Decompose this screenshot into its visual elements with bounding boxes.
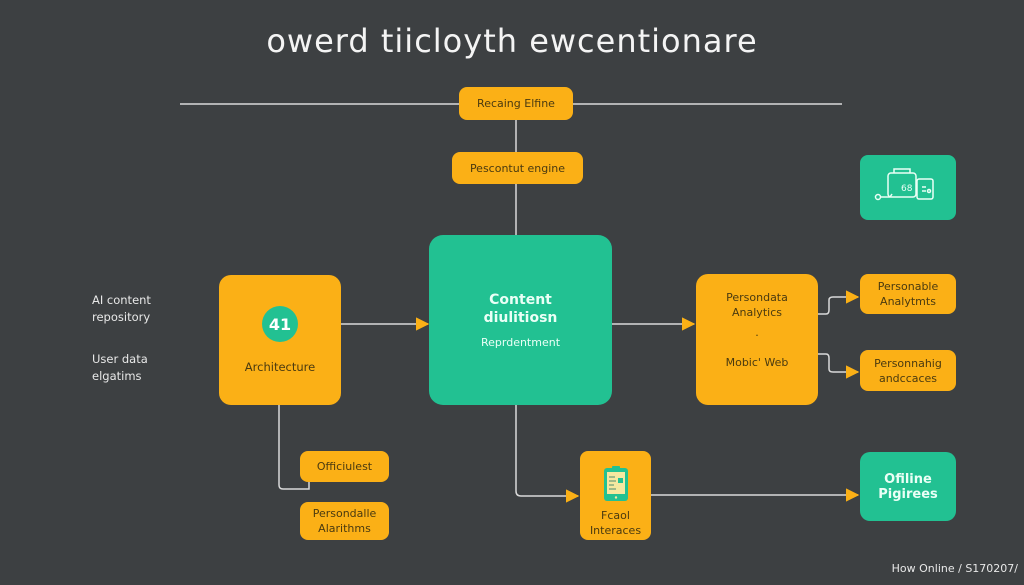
node-label: andccaces xyxy=(878,371,938,385)
side-label-line: repository xyxy=(92,310,151,324)
node-icon-box[interactable]: 68 xyxy=(860,155,956,220)
node-label: Interaces xyxy=(589,524,642,537)
node-label: Analytics xyxy=(732,306,782,319)
node-recaing-elfine[interactable]: Recaing Elfine xyxy=(459,87,573,120)
node-dot: · xyxy=(755,329,759,342)
node-label: Mobic' Web xyxy=(725,356,789,369)
node-label: Personable xyxy=(877,280,939,293)
node-label: Content xyxy=(489,291,552,308)
node-label: Alarithms xyxy=(318,522,371,535)
number-badge: 41 xyxy=(262,306,298,342)
node-label: Ofiline xyxy=(884,471,932,487)
node-label: diulitiosn xyxy=(483,309,558,326)
node-label: Persondata xyxy=(726,291,788,304)
side-label-line: elgatims xyxy=(92,369,142,383)
svg-text:68: 68 xyxy=(901,184,913,194)
node-persondalle-alarithms[interactable]: Persondalle Alarithms xyxy=(300,502,389,540)
node-officiulest[interactable]: Officiulest xyxy=(300,451,389,482)
node-persondata-analytics[interactable]: Persondata Analytics · Mobic' Web xyxy=(696,274,818,405)
node-offline-pigirees[interactable]: Ofiline Pigirees xyxy=(860,452,956,521)
node-fcaol-interaces[interactable]: Fcaol Interaces xyxy=(580,451,651,540)
node-architecture[interactable]: 41 Architecture xyxy=(219,275,341,405)
node-content-center[interactable]: Content diulitiosn Reprdentment xyxy=(429,235,612,405)
side-label-ai-repo: AI content repository xyxy=(92,292,151,326)
side-label-line: AI content xyxy=(92,293,151,307)
node-label: Pigirees xyxy=(878,486,938,502)
node-label: Officiulest xyxy=(316,460,373,473)
clipboard-tablet-icon xyxy=(603,466,628,501)
briefcase-device-icon: 68 xyxy=(874,167,934,200)
node-pescontut-engine[interactable]: Pescontut engine xyxy=(452,152,583,184)
side-label-user-data: User data elgatims xyxy=(92,351,148,385)
node-personable-analytmts[interactable]: Personable Analytmts xyxy=(860,274,956,314)
node-sublabel: Reprdentment xyxy=(480,335,561,349)
side-label-line: User data xyxy=(92,352,148,366)
node-label: Persondalle xyxy=(312,507,377,520)
node-label: Recaing Elfine xyxy=(477,97,555,110)
node-label: Analytmts xyxy=(880,295,936,308)
node-label: Personnahig xyxy=(874,356,942,370)
node-label: Architecture xyxy=(244,360,316,374)
diagram-title: owerd tiicloyth ewcentionare xyxy=(266,22,758,60)
node-label: Pescontut engine xyxy=(469,161,566,175)
node-personnahig-andccaces[interactable]: Personnahig andccaces xyxy=(860,350,956,391)
footer-caption: How Online / S170207/ xyxy=(891,562,1018,575)
node-label: Fcaol xyxy=(601,509,630,522)
